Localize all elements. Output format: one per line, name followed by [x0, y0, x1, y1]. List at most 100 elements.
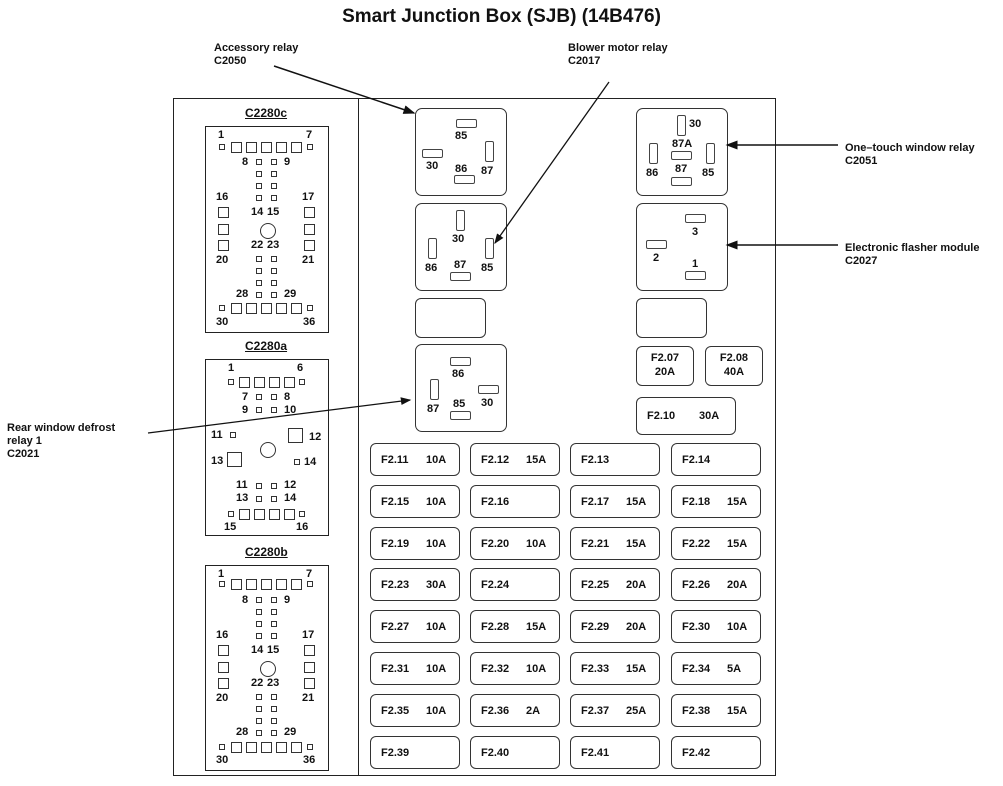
- pin: [299, 379, 305, 385]
- fuse-rating: 15A: [626, 496, 647, 508]
- fuse-rating: 10A: [426, 621, 447, 633]
- pin: [256, 483, 262, 489]
- fuse-id: F2.36: [481, 705, 510, 717]
- pin-label: 7: [306, 568, 313, 580]
- terminal: [454, 175, 475, 184]
- rear-window-defrost-relay: 86 87 85 30: [415, 344, 507, 432]
- pin-label: 1: [218, 568, 225, 580]
- fuse-rating: 15A: [727, 496, 748, 508]
- connector-c2280c-title: C2280c: [245, 106, 288, 120]
- pin: [219, 305, 225, 311]
- pin: [256, 195, 262, 201]
- fuse-f2-39: F2.39: [370, 736, 460, 769]
- pin: [256, 633, 262, 639]
- pin: [256, 496, 262, 502]
- fuse-rating: 15A: [727, 538, 748, 550]
- connector-c2280a: 1 6 7 8 9 10 11 12 13 14 11 12 13 14 15 …: [205, 359, 329, 536]
- pin: [239, 509, 250, 520]
- fuse-rating: 10A: [426, 496, 447, 508]
- callout-code: C2021: [7, 448, 40, 460]
- pin: [269, 377, 280, 388]
- pin: [256, 292, 262, 298]
- fuse-rating: 30A: [426, 579, 447, 591]
- pin-label: 20: [216, 254, 229, 266]
- fuse-id: F2.33: [581, 663, 610, 675]
- pin: [256, 407, 262, 413]
- pin: [256, 159, 262, 165]
- pin: [256, 718, 262, 724]
- pin: [271, 483, 277, 489]
- terminal: [485, 238, 494, 259]
- pin: [271, 280, 277, 286]
- terminal: [450, 411, 471, 420]
- fuse-id: F2.21: [581, 538, 610, 550]
- terminal: [422, 149, 443, 158]
- pin: [304, 207, 315, 218]
- pin-label: 8: [284, 391, 291, 403]
- fuse-rating: 15A: [727, 705, 748, 717]
- pin-label: 23: [267, 677, 280, 689]
- pin: [261, 579, 272, 590]
- pin: [304, 240, 315, 251]
- pin-label: 7: [306, 129, 313, 141]
- pin-label: 28: [236, 288, 249, 300]
- terminal: [478, 385, 499, 394]
- pin: [231, 303, 242, 314]
- pin-label: 15: [224, 521, 237, 533]
- callout-code: C2051: [845, 155, 878, 167]
- terminal-label: 87A: [672, 138, 693, 150]
- pin: [271, 394, 277, 400]
- pin: [246, 579, 257, 590]
- pin-label: 11: [211, 429, 223, 441]
- pin-label: 21: [302, 692, 315, 704]
- terminal: [671, 151, 692, 160]
- pin-label: 9: [242, 404, 249, 416]
- pin: [231, 142, 242, 153]
- fuse-rating: 10A: [426, 705, 447, 717]
- terminal-label: 30: [452, 233, 465, 245]
- center-bolt: [260, 223, 276, 239]
- fuse-id: F2.34: [682, 663, 711, 675]
- pin: [269, 509, 280, 520]
- fuse-f2-15: F2.15 10A: [370, 485, 460, 518]
- fuse-f2-13: F2.13: [570, 443, 660, 476]
- connector-c2280c: 1 7 8 9 16 17 14 15 22 23 20 21 28 29 30…: [205, 126, 329, 333]
- pin: [246, 303, 257, 314]
- fuse-rating: 10A: [426, 454, 447, 466]
- terminal-label: 85: [453, 398, 466, 410]
- fuse-rating: 5A: [727, 663, 742, 675]
- pin-label: 13: [211, 455, 224, 467]
- pin: [271, 256, 277, 262]
- terminal-label: 2: [653, 252, 660, 264]
- pin: [271, 407, 277, 413]
- pin: [271, 292, 277, 298]
- connector-panel: [173, 98, 359, 776]
- pin: [256, 706, 262, 712]
- fuse-f2-24: F2.24: [470, 568, 560, 601]
- pin: [307, 581, 313, 587]
- fuse-f2-40: F2.40: [470, 736, 560, 769]
- terminal-label: 87: [675, 163, 688, 175]
- pin: [276, 742, 287, 753]
- callout-name: One–touch window relay: [845, 142, 975, 154]
- pin-label: 12: [284, 479, 297, 491]
- fuse-f2-07: F2.07 20A: [636, 346, 694, 386]
- pin: [219, 744, 225, 750]
- pin: [230, 432, 236, 438]
- pin: [256, 621, 262, 627]
- fuse-id: F2.15: [381, 496, 410, 508]
- fuse-id: F2.08: [719, 352, 749, 364]
- fuse-id: F2.10: [647, 410, 676, 422]
- fuse-id: F2.12: [481, 454, 510, 466]
- terminal-label: 86: [455, 163, 468, 175]
- pin: [271, 496, 277, 502]
- terminal-label: 30: [426, 160, 439, 172]
- pin-label: 17: [302, 191, 315, 203]
- terminal-label: 86: [425, 262, 438, 274]
